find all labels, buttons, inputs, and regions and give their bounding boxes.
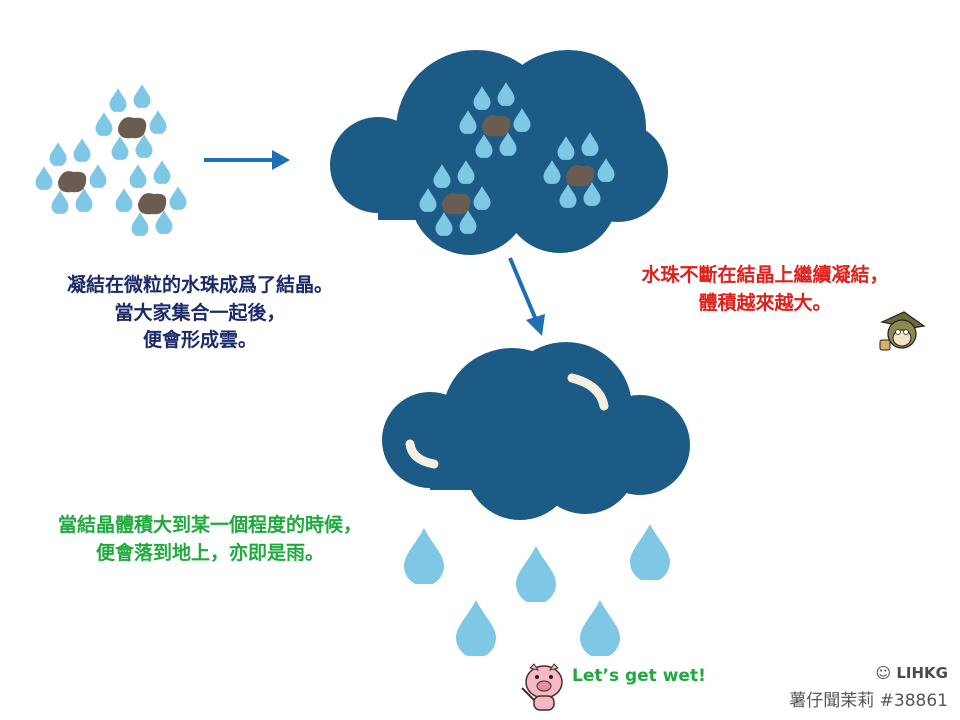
caption-line: 當結晶體積大到某一個程度的時候， [57,514,362,536]
water-drop-icon [73,138,91,162]
water-drop-icon [35,166,53,190]
water-drop-icon [89,164,107,188]
droplet-cluster-icon [459,82,531,158]
dust-particle-icon [482,115,511,137]
water-drop-icon [115,188,133,212]
droplet-cluster-icon [419,160,491,236]
watermark-caption: 薯仔聞茉莉 #38861 [789,691,948,711]
water-drop-icon [109,88,127,112]
water-drop-icon [49,142,67,166]
watermark: ☺ LIHKG 薯仔聞茉莉 #38861 [789,664,948,711]
rain-drop-icon [630,524,670,580]
cloud-rain-icon [382,342,690,520]
water-drop-icon [131,212,149,236]
droplet-cluster-icon [95,84,167,160]
rain-drop-icon [516,546,556,602]
water-drop-icon [95,112,113,136]
rain-drop-icon [580,600,620,656]
rain-drop-icon [404,528,444,584]
water-drop-icon [111,136,129,160]
water-drop-icon [169,186,187,210]
droplet-cluster-icon [115,160,187,236]
lihkg-logo: ☺ LIHKG [789,664,949,682]
cloud-top-icon [330,50,668,255]
lihkg-logo-text: LIHKG [896,664,948,682]
dust-particle-icon [442,193,471,215]
droplet-cluster-group [35,84,187,236]
water-drop-icon [149,110,167,134]
caption-line: 便會落到地上，亦即是雨。 [95,541,324,564]
pig-mascot-icon [521,663,563,711]
rain-drops [404,524,670,656]
arrow-right-icon [204,150,290,170]
arrow-down-icon [508,257,545,336]
cloud-droplet-clusters [419,82,615,236]
water-drop-icon [51,190,69,214]
dust-particle-icon [58,171,87,193]
dust-particle-icon [566,165,595,187]
dust-particle-icon [138,193,167,215]
caption-line: 當大家集合一起後， [114,301,286,324]
water-drop-icon [153,160,171,184]
dust-particle-icon [118,117,147,139]
lets-get-wet-text: Let’s get wet! [572,666,706,686]
growth-caption: 水珠不斷在結晶上繼續凝結， 體積越來越大。 [600,262,930,317]
cloud-highlight-icon [405,373,609,469]
caption-line: 便會形成雲。 [142,329,257,352]
caption-line: 水珠不斷在結晶上繼續凝結， [641,264,889,286]
droplet-cluster-icon [35,138,107,214]
water-drop-icon [129,164,147,188]
rain-drop-icon [456,600,496,656]
caption-line: 凝結在微粒的水珠成爲了結晶。 [66,274,333,296]
caption-line: 體積越來越大。 [698,291,832,314]
falling-caption: 當結晶體積大到某一個程度的時候， 便會落到地上，亦即是雨。 [10,512,410,567]
condensation-caption: 凝結在微粒的水珠成爲了結晶。 當大家集合一起後， 便會形成雲。 [30,272,370,355]
droplet-cluster-icon [543,132,615,208]
smile-icon: ☺ [875,664,897,682]
bird-mascot-icon [879,311,926,351]
water-drop-icon [133,84,151,108]
